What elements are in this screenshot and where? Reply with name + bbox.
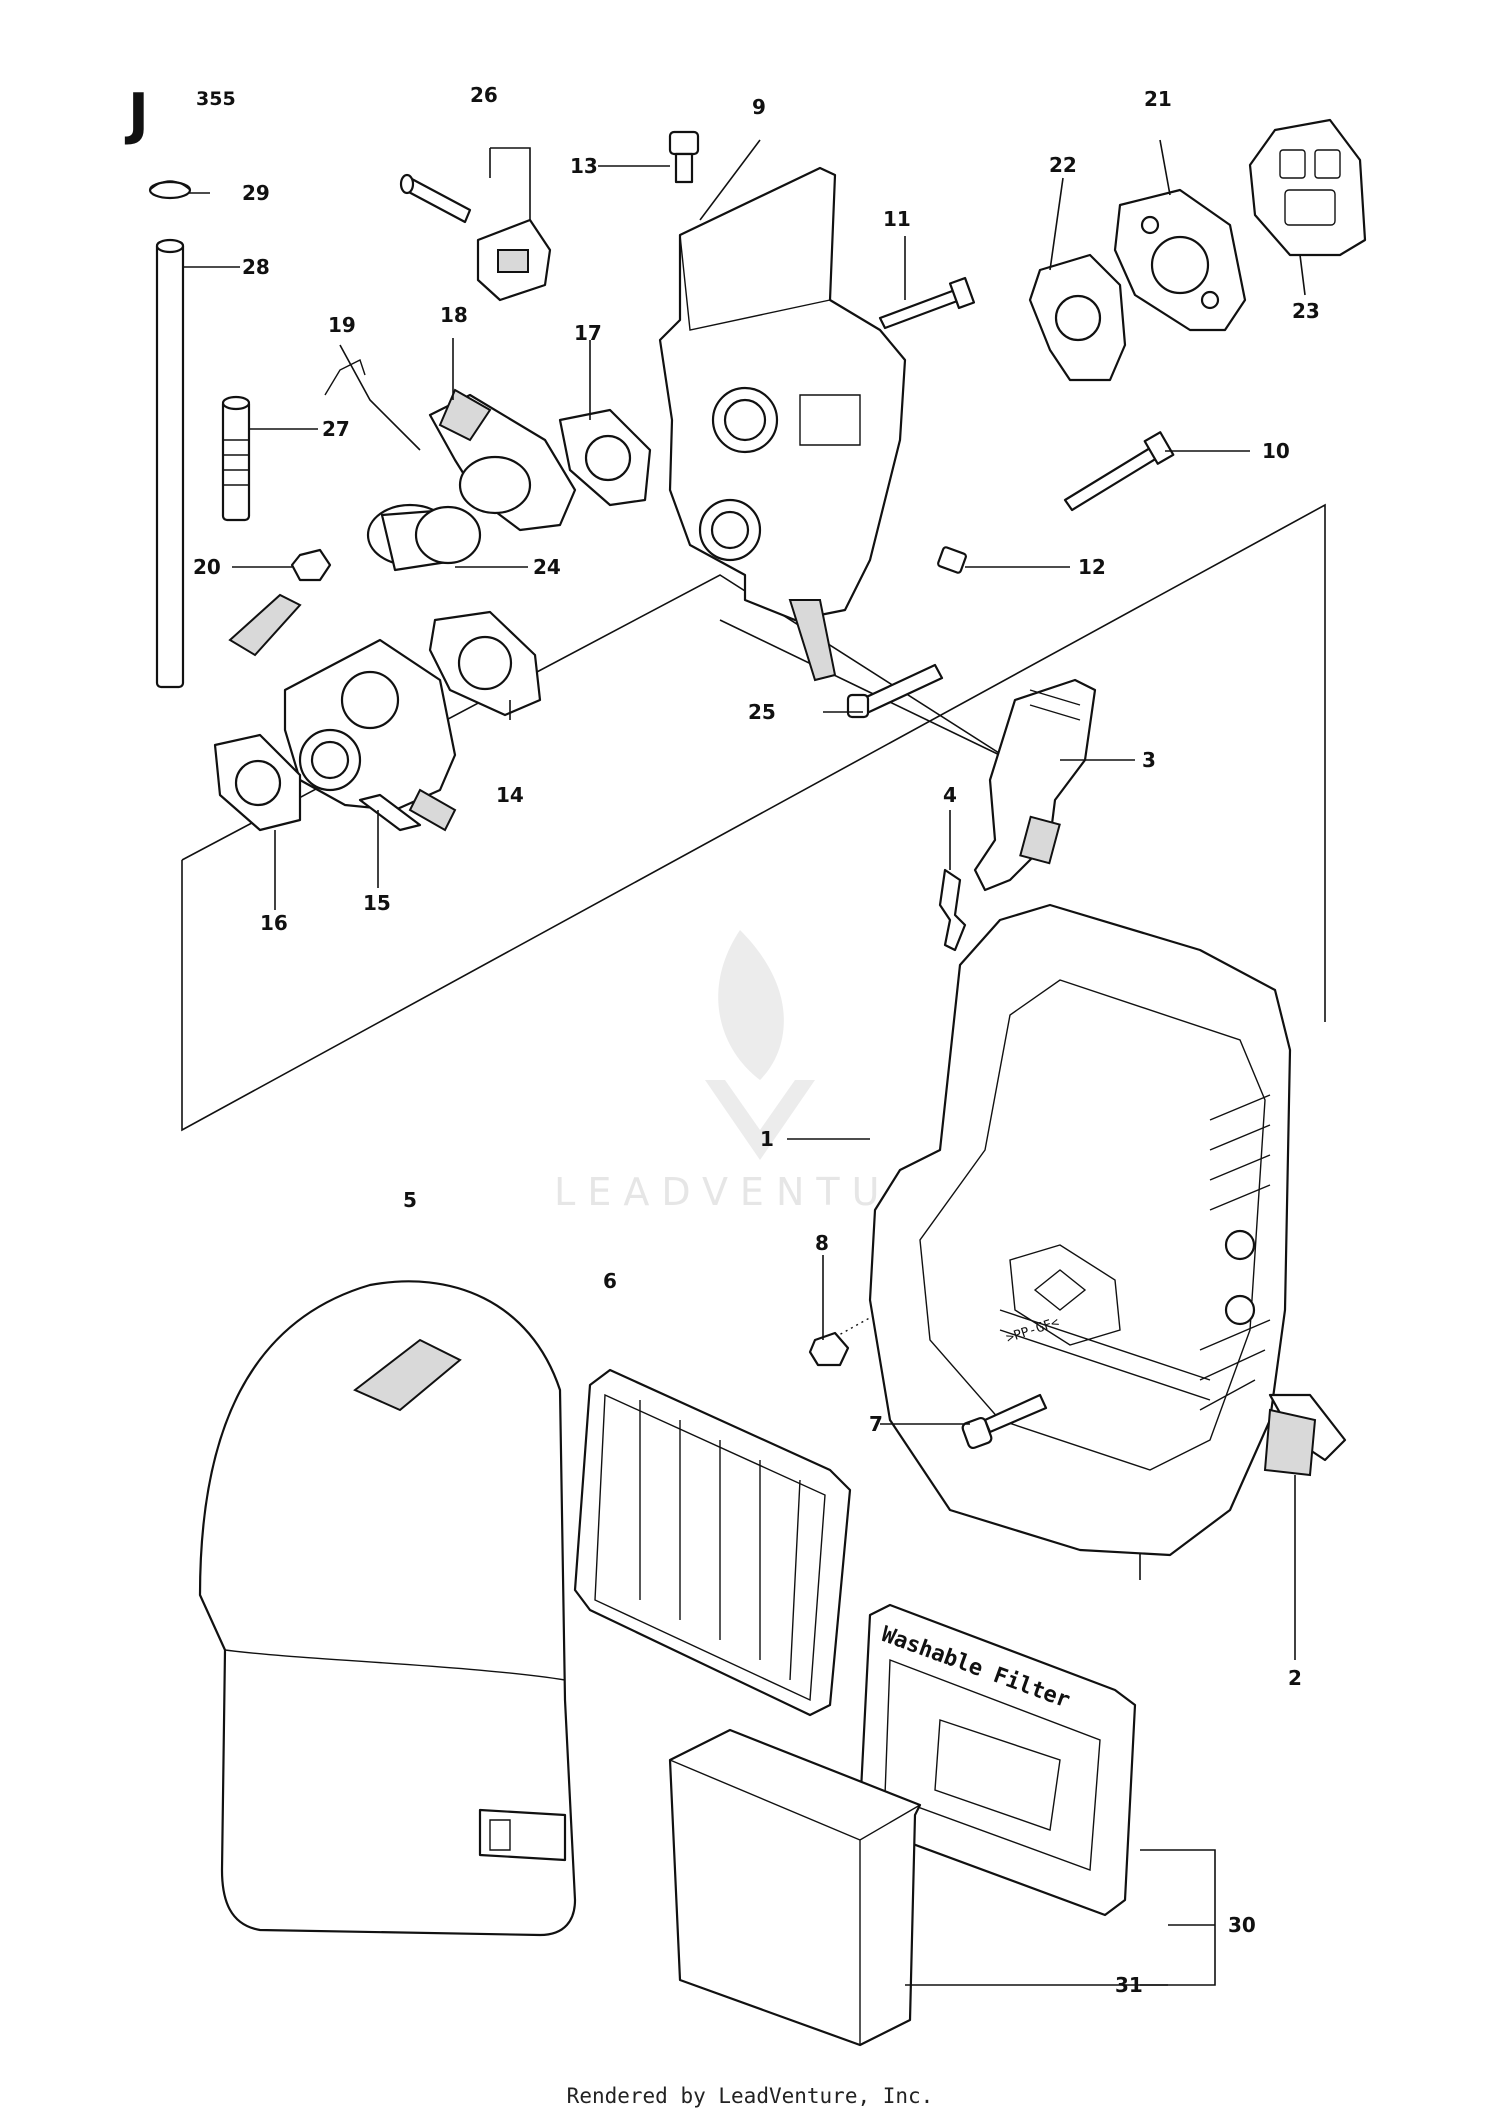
callout-23: 23: [1292, 299, 1320, 323]
part-26-screw-bracket: [399, 173, 552, 302]
part-16-gasket: [213, 733, 302, 832]
callout-17: 17: [574, 321, 602, 345]
callout-2: 2: [1288, 1666, 1302, 1690]
callout-numbers: 29 28 27 26 9 13 11 22 21 23 10 12 25 19…: [193, 83, 1320, 1997]
part-8-nut: [808, 1331, 850, 1367]
part-7-screw: [961, 1393, 1048, 1450]
callout-12: 12: [1078, 555, 1106, 579]
part-12-nut: [937, 546, 967, 574]
part-2-latch: [1263, 1393, 1347, 1477]
part-27-hose: [221, 395, 251, 522]
part-28-fuel-hose: [155, 238, 185, 689]
part-19-wire-link: [324, 359, 366, 396]
page-letter: J: [128, 82, 149, 147]
callout-6: 6: [603, 1269, 617, 1293]
callout-18: 18: [440, 303, 468, 327]
callout-26: 26: [470, 83, 498, 107]
callout-4: 4: [943, 783, 957, 807]
part-13-screw: [668, 130, 700, 184]
part-31-foam-filter: [668, 1728, 922, 2047]
part-17-gasket: [558, 408, 652, 507]
callout-13: 13: [570, 154, 598, 178]
part-4-spring: [938, 868, 967, 952]
callout-11: 11: [883, 207, 911, 231]
part-18-intake-elbow: [428, 388, 577, 532]
callout-1: 1: [760, 1127, 774, 1151]
leader-lines: [183, 139, 1306, 1986]
footer-credit: Rendered by LeadVenture, Inc.: [566, 2084, 934, 2108]
callout-20: 20: [193, 555, 221, 579]
part-11-bolt: [878, 276, 976, 330]
part-21-insulator: [1113, 188, 1247, 332]
part-5-air-filter-cover: [198, 1280, 577, 1937]
callout-8: 8: [815, 1231, 829, 1255]
watermark-logo: [705, 930, 815, 1160]
callout-3: 3: [1142, 748, 1156, 772]
part-15-carburetor: [228, 593, 457, 832]
callout-14: 14: [496, 783, 524, 807]
callout-22: 22: [1049, 153, 1077, 177]
callout-25: 25: [748, 700, 776, 724]
part-1-air-filter-housing: >PP-GF<: [868, 903, 1292, 1557]
callout-31: 31: [1115, 1973, 1143, 1997]
page-number: 355: [196, 88, 236, 110]
callout-29: 29: [242, 181, 270, 205]
callout-10: 10: [1262, 439, 1290, 463]
part-14-gasket: [428, 610, 542, 717]
callout-9: 9: [752, 95, 766, 119]
callout-15: 15: [363, 891, 391, 915]
callout-27: 27: [322, 417, 350, 441]
part-6-filter-grid: [573, 1368, 852, 1717]
callout-24: 24: [533, 555, 561, 579]
callout-28: 28: [242, 255, 270, 279]
callout-19: 19: [328, 313, 356, 337]
part-20-nut: [290, 548, 332, 582]
callout-30: 30: [1228, 1913, 1256, 1937]
part-24-sleeve: [366, 503, 482, 572]
callout-21: 21: [1144, 87, 1172, 111]
part-29-clip: [148, 180, 192, 200]
part-9-carburetor-housing: [658, 166, 907, 682]
callout-16: 16: [260, 911, 288, 935]
part-22-gasket: [1028, 253, 1127, 382]
assembly-frame-upper: [181, 503, 1326, 1132]
part-25-screw: [846, 663, 944, 719]
part-23-gasket: [1248, 118, 1367, 257]
part-10-bolt: [1063, 431, 1175, 512]
callout-5: 5: [403, 1188, 417, 1212]
part-3-lever: [973, 678, 1097, 892]
callout-7: 7: [869, 1412, 883, 1436]
assembly-frame-lower: [181, 574, 1011, 861]
